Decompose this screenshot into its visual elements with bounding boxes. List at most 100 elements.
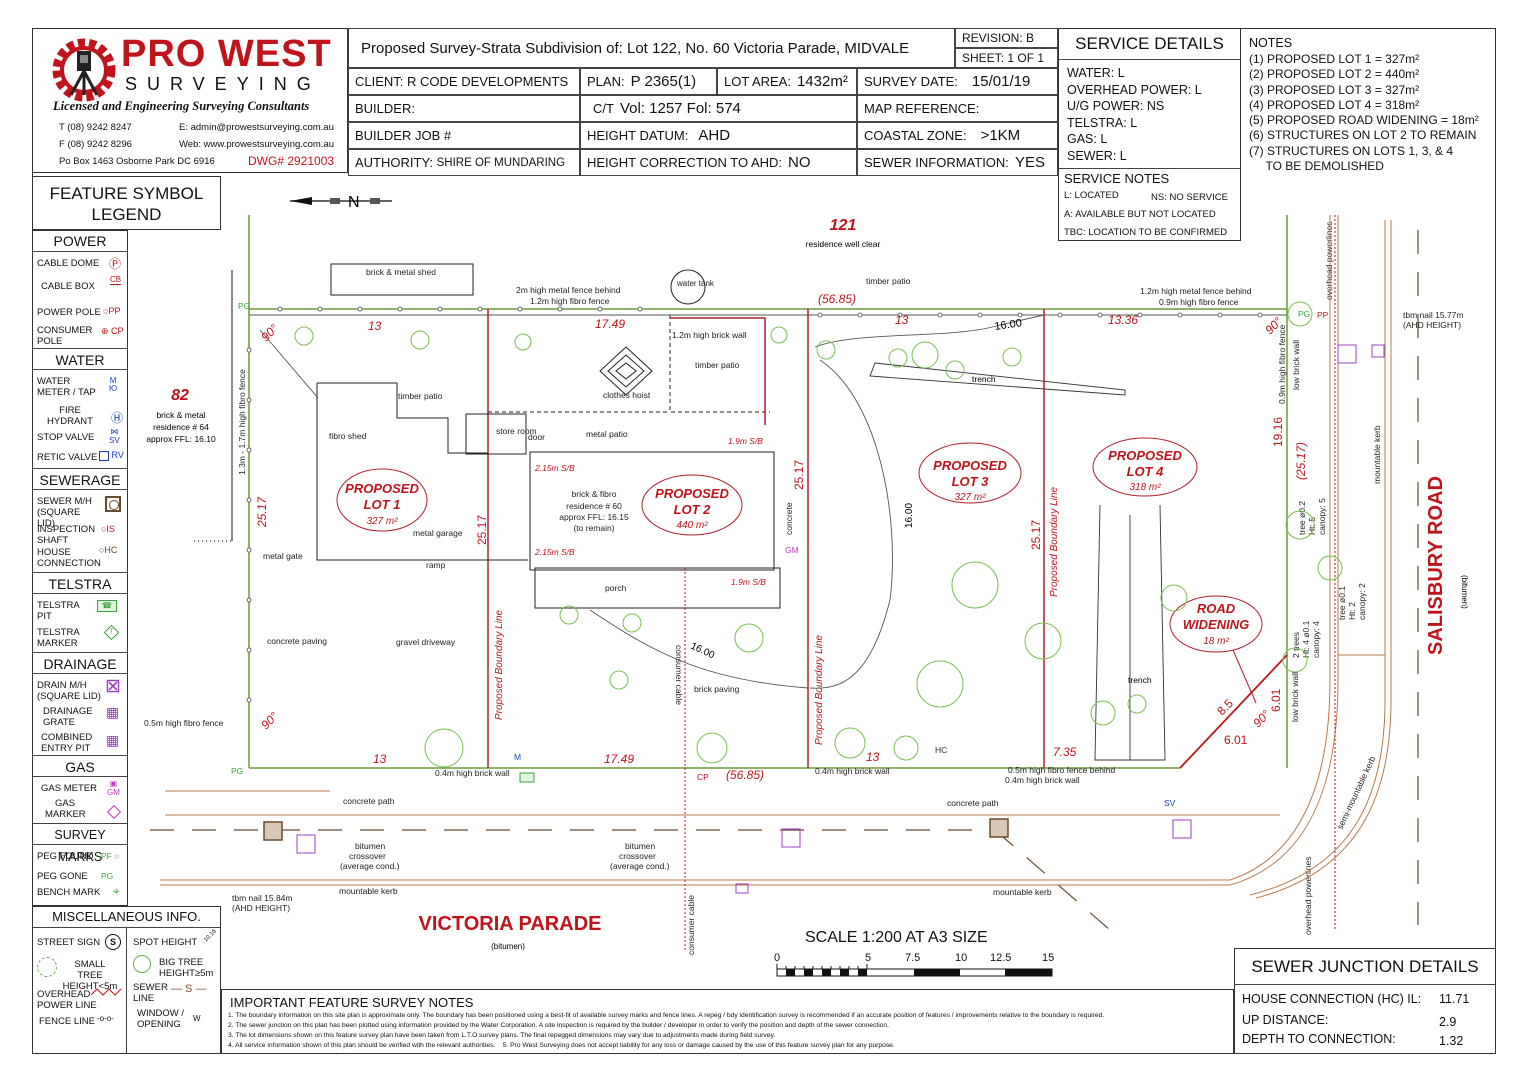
feature-label: (average cond.) (340, 861, 400, 871)
sewer-info-cell: SEWER INFORMATION:YES (857, 149, 1058, 176)
legend-item: RETIC VALVE (37, 452, 98, 463)
legend-water-heading: WATER (33, 348, 127, 370)
dimension-label: 13 (895, 313, 909, 327)
dimension-label: (56.85) (726, 768, 764, 782)
feature-label: metal garage (413, 528, 463, 538)
dimension-label: 17.49 (604, 752, 634, 766)
legend-item: CABLE DOME (37, 258, 100, 269)
legend-item: PEG GONE (37, 871, 88, 882)
tree-label: canopy: 4 (1311, 621, 1321, 658)
service-details-title: SERVICE DETAILS (1059, 29, 1240, 60)
feature-label: low brick wall (1291, 340, 1301, 390)
survey-date-cell: SURVEY DATE:15/01/19 (857, 68, 1058, 95)
builder-job-cell: BUILDER JOB # (348, 122, 580, 149)
feature-label: concrete path (343, 796, 395, 806)
drainage-grate-icon: ▦ (106, 704, 120, 720)
water-meter-label: M (514, 752, 521, 762)
tbm-label: (AHD HEIGHT) (232, 903, 290, 913)
feature-label: mountable kerb (993, 887, 1052, 897)
legend-item: CABLE BOX (41, 281, 95, 292)
buildings (316, 263, 781, 609)
feature-label: porch (605, 583, 627, 593)
street-name: VICTORIA PARADE (419, 913, 602, 935)
dimension-label: 13 (368, 319, 382, 333)
dimension-label: (56.85) (818, 292, 856, 306)
scale-tick-label: 7.5 (905, 952, 921, 964)
feature-label: timber patio (866, 276, 911, 286)
peg-gone-label: PG (231, 766, 243, 776)
dimension-label: 25.17 (1029, 520, 1043, 550)
stop-valve-label: SV (1164, 798, 1176, 808)
scale-tick-label: 0 (774, 952, 781, 964)
feature-label: clothes hoist (603, 390, 651, 400)
legend-item: WATER METER / TAP (37, 376, 96, 398)
contour-lines (259, 314, 1045, 689)
legend-item: FENCE LINE (39, 1016, 95, 1027)
tbm-label: tbm nail 15.84m (232, 893, 292, 903)
sewer-junction-label: HOUSE CONNECTION (HC) IL: (1242, 992, 1422, 1006)
feature-label: crossover (619, 851, 656, 861)
service-notes-title: SERVICE NOTES (1064, 171, 1170, 186)
note-item: (4) PROPOSED LOT 4 = 318m² (1249, 97, 1420, 112)
feature-label: (average cond.) (610, 861, 670, 871)
lot-label: LOT 4 (1127, 464, 1165, 479)
feature-label: ramp (426, 560, 446, 570)
feature-label: crossover (349, 851, 386, 861)
notes-panel: NOTES (1) PROPOSED LOT 1 = 327m² (2) PRO… (1249, 36, 1479, 174)
street-name: SALISBURY ROAD (1425, 476, 1447, 655)
legend-drainage-heading: DRAINAGE (33, 652, 127, 674)
trench (869, 362, 1166, 761)
trench-label: trench (972, 374, 996, 384)
service-item: SEWER: L (1067, 148, 1127, 163)
house-connection-label: HC (935, 745, 947, 755)
feature-label: mountable kerb (339, 886, 398, 896)
feature-label: timber patio (695, 360, 740, 370)
brick-wall (670, 317, 766, 425)
company-web: Web: www.prowestsurveying.com.au (179, 139, 335, 150)
residence-desc: (to remain) (573, 523, 614, 533)
clothes-hoist-icon (599, 346, 653, 396)
north-label: N (348, 194, 360, 211)
fence-line-icon: -o-o- (97, 1014, 114, 1023)
legend-item: GAS METER (41, 783, 97, 794)
feature-label: mountable kerb (1372, 425, 1382, 484)
feature-label: low brick wall (1290, 672, 1300, 722)
height-correction-cell: HEIGHT CORRECTION TO AHD:NO (580, 149, 857, 176)
legend-item: STREET SIGN (37, 937, 101, 948)
sewer-junction-value: 1.32 (1439, 1034, 1464, 1048)
feature-label: store room (496, 426, 537, 436)
legend-item: SEWER LINE (133, 982, 168, 1004)
legend-item: WINDOW / OPENING (137, 1008, 184, 1030)
bench-mark-icon: ⌖ (113, 884, 120, 898)
lot-area-cell: LOT AREA:1432m² (717, 68, 857, 95)
stop-valve-icon: ⋈SV (109, 427, 120, 445)
peg-gone-icon: PG (101, 871, 114, 881)
angle-label: 90° (258, 321, 281, 344)
dimension-label: 6.01 (1269, 688, 1283, 712)
note-item: (5) PROPOSED ROAD WIDENING = 18m² (1249, 113, 1479, 128)
sewer-junction-label: UP DISTANCE: (1242, 1013, 1329, 1027)
feature-label: 1.2m high brick wall (672, 330, 747, 340)
builder-cell: BUILDER: (348, 95, 580, 122)
proposed-boundary-label: Proposed Boundary Line (494, 609, 505, 720)
lot-label: PROPOSED (933, 458, 1007, 473)
feature-label: metal patio (586, 429, 628, 439)
logo-block: PRO WEST SURVEYING Licensed and Engineer… (32, 28, 348, 173)
height-datum-cell: HEIGHT DATUM:AHD (580, 122, 857, 149)
legend-item: PEG FOUND (37, 851, 94, 862)
peg-found-icon: PF ○ (101, 851, 120, 861)
company-name: PRO WEST (121, 33, 332, 75)
dimension-label: 8.5 (1214, 696, 1236, 718)
lot-ellipses (336, 437, 1198, 536)
sewer-junction-label: DEPTH TO CONNECTION: (1242, 1032, 1396, 1046)
feature-label: overhead powerlines (1324, 222, 1334, 300)
legend-telstra-heading: TELSTRA (33, 572, 127, 594)
sheet: SHEET: 1 OF 1 (955, 48, 1058, 68)
legend-item: DRAINAGE GRATE (43, 706, 93, 728)
peg-gone-label: PG (238, 301, 250, 311)
feature-label: metal gate (263, 551, 303, 561)
feature-label: gravel driveway (396, 637, 456, 647)
legend-gas-heading: GAS (33, 755, 127, 777)
legend-item: DRAIN M/H (SQUARE LID) (37, 680, 101, 702)
neighbour-desc: residence # 64 (153, 422, 209, 432)
